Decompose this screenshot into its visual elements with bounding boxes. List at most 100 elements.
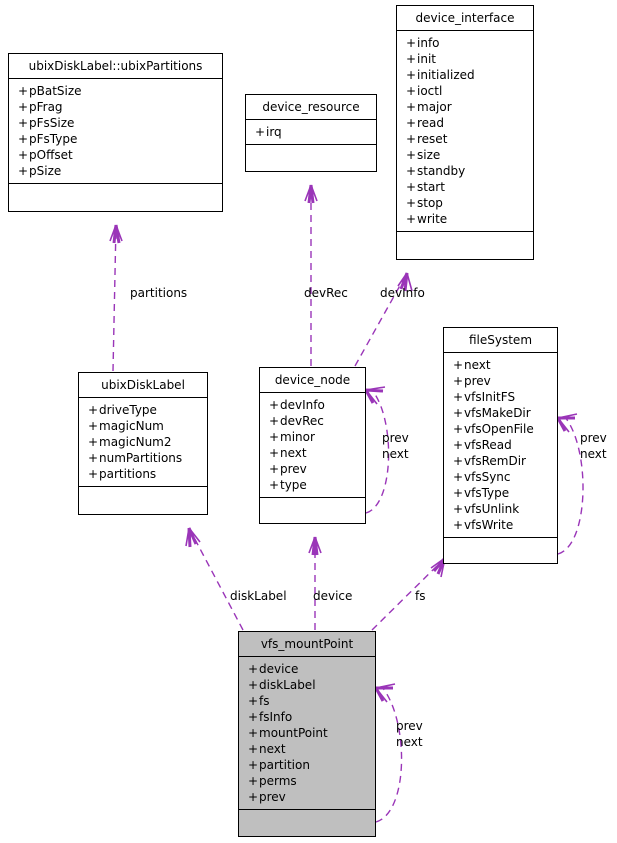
- class-attributes-device-resource: +irq: [246, 120, 376, 145]
- edge-label-partitions: partitions: [130, 286, 188, 300]
- class-title-ubix-partitions: ubixDiskLabel::ubixPartitions: [9, 54, 222, 79]
- class-title-vfs-mountpoint: vfs_mountPoint: [239, 632, 375, 657]
- attribute-row: +vfsSync: [453, 470, 511, 484]
- attribute-row: +pSize: [18, 164, 62, 178]
- attribute-row: +reset: [406, 132, 448, 146]
- attribute-row: +pBatSize: [18, 84, 82, 98]
- attribute-row: +diskLabel: [248, 678, 316, 692]
- attribute-row: +write: [406, 212, 448, 226]
- attribute-row: +type: [269, 478, 307, 492]
- class-attributes-ubix-partitions: +pBatSize +pFrag +pFsSize +pFsType +pOff…: [9, 79, 222, 184]
- attribute-row: +vfsUnlink: [453, 502, 520, 516]
- class-operations-vfs-mountpoint: [239, 810, 375, 828]
- attribute-row: +magicNum: [88, 419, 164, 433]
- edge-label-fs: fs: [415, 589, 426, 603]
- class-title-device-resource: device_resource: [246, 95, 376, 120]
- attribute-row: +device: [248, 662, 299, 676]
- attribute-row: +prev: [269, 462, 307, 476]
- class-attributes-file-system: +next +prev +vfsInitFS +vfsMakeDir +vfsO…: [444, 353, 557, 538]
- edge-diskLabel: [188, 527, 244, 631]
- arrowhead-mountpoint-self: [374, 683, 396, 703]
- class-box-ubix-disk-label[interactable]: ubixDiskLabel +driveType +magicNum +magi…: [78, 372, 208, 515]
- class-operations-device-interface: [397, 232, 533, 250]
- attribute-row: +vfsInitFS: [453, 390, 516, 404]
- attribute-row: +vfsOpenFile: [453, 422, 534, 436]
- edge-fs: [371, 557, 446, 631]
- edge-label-disklabel: diskLabel: [230, 589, 287, 603]
- edge-label-devicenode-next: next: [382, 447, 409, 461]
- attribute-row: +numPartitions: [88, 451, 183, 465]
- class-box-vfs-mountpoint[interactable]: vfs_mountPoint +device +diskLabel +fs +f…: [238, 631, 376, 837]
- attribute-row: +driveType: [88, 403, 157, 417]
- edge-label-devicenode-prev: prev: [382, 431, 409, 445]
- attribute-row: +pOffset: [18, 148, 73, 162]
- attribute-row: +vfsRemDir: [453, 454, 526, 468]
- attribute-row: +next: [453, 358, 491, 372]
- edge-label-filesystem-prev: prev: [580, 431, 607, 445]
- attribute-row: +vfsType: [453, 486, 510, 500]
- class-attributes-vfs-mountpoint: +device +diskLabel +fs +fsInfo +mountPoi…: [239, 657, 375, 810]
- attribute-row: +prev: [248, 790, 286, 804]
- attribute-row: +standby: [406, 164, 466, 178]
- attribute-row: +magicNum2: [88, 435, 172, 449]
- arrowhead-partitions: [109, 224, 123, 244]
- attribute-row: +vfsWrite: [453, 518, 514, 532]
- attribute-row: +pFsType: [18, 132, 78, 146]
- edge-label-mountpoint-prev: prev: [396, 719, 423, 733]
- class-title-file-system: fileSystem: [444, 328, 557, 353]
- class-title-ubix-disk-label: ubixDiskLabel: [79, 373, 207, 398]
- class-operations-device-resource: [246, 145, 376, 163]
- attribute-row: +info: [406, 36, 440, 50]
- attribute-row: +pFsSize: [18, 116, 75, 130]
- edge-label-device: device: [313, 589, 353, 603]
- class-operations-device-node: [260, 498, 365, 516]
- class-operations-file-system: [444, 538, 557, 556]
- attribute-row: +perms: [248, 774, 297, 788]
- attribute-row: +vfsMakeDir: [453, 406, 531, 420]
- arrowhead-devnode-self: [364, 386, 386, 405]
- attribute-row: +read: [406, 116, 445, 130]
- attribute-row: +partitions: [88, 467, 157, 481]
- attribute-row: +initialized: [406, 68, 475, 82]
- attribute-row: +init: [406, 52, 436, 66]
- attribute-row: +major: [406, 100, 452, 114]
- class-box-ubix-partitions[interactable]: ubixDiskLabel::ubixPartitions +pBatSize …: [8, 53, 223, 212]
- class-title-device-node: device_node: [260, 368, 365, 393]
- class-attributes-ubix-disk-label: +driveType +magicNum +magicNum2 +numPart…: [79, 398, 207, 487]
- attribute-row: +ioctl: [406, 84, 443, 98]
- class-box-device-resource[interactable]: device_resource +irq: [245, 94, 377, 172]
- arrowhead-devRec: [304, 184, 318, 204]
- attribute-row: +partition: [248, 758, 310, 772]
- attribute-row: +devInfo: [269, 398, 325, 412]
- attribute-row: +vfsRead: [453, 438, 512, 452]
- attribute-row: +fsInfo: [248, 710, 293, 724]
- attribute-row: +next: [269, 446, 307, 460]
- attribute-row: +irq: [255, 125, 282, 139]
- class-box-device-interface[interactable]: device_interface +info +init +initialize…: [396, 5, 534, 260]
- edge-label-devinfo: devInfo: [380, 286, 425, 300]
- attribute-row: +mountPoint: [248, 726, 328, 740]
- class-operations-ubix-partitions: [9, 184, 222, 202]
- attribute-row: +prev: [453, 374, 491, 388]
- attribute-row: +size: [406, 148, 441, 162]
- edge-label-devrec: devRec: [304, 286, 348, 300]
- class-attributes-device-interface: +info +init +initialized +ioctl +major +…: [397, 31, 533, 232]
- attribute-row: +pFrag: [18, 100, 63, 114]
- attribute-row: +start: [406, 180, 445, 194]
- arrowhead-device: [308, 536, 322, 556]
- arrowhead-filesystem-self: [556, 413, 578, 433]
- attribute-row: +fs: [248, 694, 270, 708]
- edge-label-mountpoint-next: next: [396, 735, 423, 749]
- class-box-device-node[interactable]: device_node +devInfo +devRec +minor +nex…: [259, 367, 366, 524]
- attribute-row: +minor: [269, 430, 315, 444]
- class-attributes-device-node: +devInfo +devRec +minor +next +prev +typ…: [260, 393, 365, 498]
- edge-partitions: [112, 224, 117, 372]
- edge-label-filesystem-next: next: [580, 447, 607, 461]
- class-operations-ubix-disk-label: [79, 487, 207, 505]
- attribute-row: +stop: [406, 196, 443, 210]
- class-title-device-interface: device_interface: [397, 6, 533, 31]
- attribute-row: +devRec: [269, 414, 324, 428]
- attribute-row: +next: [248, 742, 286, 756]
- class-box-file-system[interactable]: fileSystem +next +prev +vfsInitFS +vfsMa…: [443, 327, 558, 564]
